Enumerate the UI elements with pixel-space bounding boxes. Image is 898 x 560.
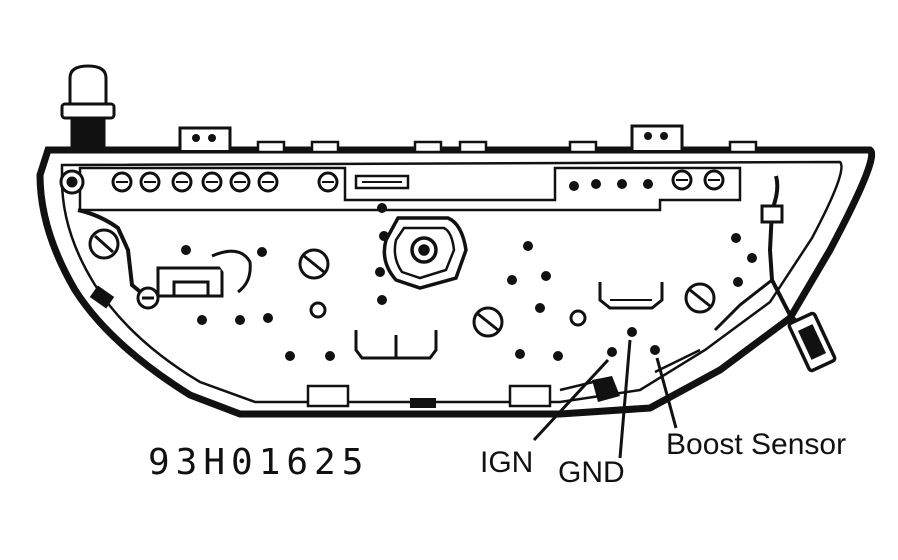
mount-hole <box>208 134 216 142</box>
ign-leader <box>532 358 610 442</box>
wire-harness-right <box>767 175 807 332</box>
cluster-housing <box>36 124 876 418</box>
upper-circuit-strip <box>78 166 742 212</box>
lower-right-component <box>592 376 620 402</box>
wire-harness-left <box>77 208 152 302</box>
left-connector <box>89 285 115 309</box>
boost-sensor-label: Boost Sensor <box>666 428 846 461</box>
solder-points <box>181 179 757 361</box>
gnd-leader <box>618 339 632 459</box>
mount-hole <box>192 134 200 142</box>
mount-hole <box>660 132 668 140</box>
speedometer-mount <box>382 216 468 290</box>
mount-hole <box>644 132 652 140</box>
gnd-pin <box>627 327 637 337</box>
figure-code: 93H01625 <box>148 442 369 483</box>
gnd-label: GND <box>558 456 625 489</box>
ign-pin <box>607 347 617 357</box>
callout-leaders <box>532 339 678 459</box>
gauge-bracket <box>136 249 252 310</box>
bulb-socket <box>60 64 116 160</box>
gauge-pivot-boss <box>298 248 716 338</box>
lower-bracket-center <box>354 330 438 360</box>
ign-label: IGN <box>480 446 533 479</box>
left-clip <box>59 169 120 260</box>
boost-leader <box>655 357 678 429</box>
boost-sensor-pin <box>650 345 660 355</box>
harness-clip <box>760 204 784 224</box>
lower-bracket-right <box>598 282 664 310</box>
right-connector <box>787 311 837 373</box>
sensor-pin-contacts <box>607 327 660 357</box>
